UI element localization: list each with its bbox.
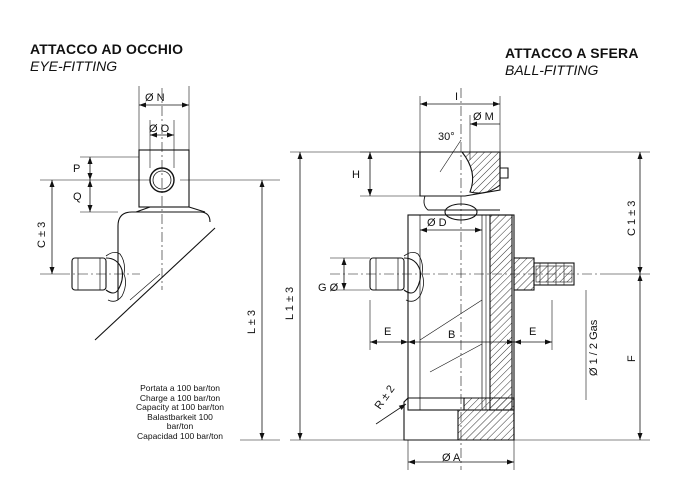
dim-e-left-label: E xyxy=(384,326,391,338)
capacity-line-de-2: bar/ton xyxy=(166,421,194,432)
dim-i-label: I xyxy=(455,91,458,103)
ball-fitting-drawing xyxy=(330,88,600,470)
dim-p-label: P xyxy=(73,163,80,175)
dim-q-label: Q xyxy=(73,191,82,203)
dim-angle-label: 30° xyxy=(438,131,455,143)
capacity-line-fr: Charge a 100 bar/ton xyxy=(139,392,221,403)
dim-r-label: R ± 2 xyxy=(373,383,398,411)
ball-fitting-title: ATTACCO A SFERA xyxy=(505,45,639,61)
dim-c-label: C ± 3 xyxy=(36,222,48,248)
dim-d-label: Ø D xyxy=(427,217,447,229)
dim-a-label: Ø A xyxy=(442,452,461,464)
eye-fitting-title: ATTACCO AD OCCHIO xyxy=(30,41,184,57)
dim-b-label: B xyxy=(448,329,455,341)
capacity-caption: Portata a 100 bar/ton Charge a 100 bar/t… xyxy=(100,383,260,442)
ball-fitting-subtitle: BALL-FITTING xyxy=(505,62,599,78)
capacity-line-it: Portata a 100 bar/ton xyxy=(140,383,220,393)
dim-h-label: H xyxy=(352,169,360,181)
dim-gas-label: Ø 1 / 2 Gas xyxy=(588,319,600,376)
dim-n-label: Ø N xyxy=(145,92,165,104)
eye-fitting-subtitle: EYE-FITTING xyxy=(30,58,118,74)
dim-l1-label: L 1 ± 3 xyxy=(284,287,296,320)
capacity-line-en: Capacity at 100 bar/ton xyxy=(136,402,224,413)
capacity-line-de: Balastbarkeit 100 xyxy=(147,411,213,422)
dim-f-label: F xyxy=(626,355,638,362)
dim-e-right-label: E xyxy=(529,326,536,338)
eye-fitting-drawing xyxy=(60,88,216,341)
dim-c1-label: C 1 ± 3 xyxy=(626,201,638,236)
dim-m-label: Ø M xyxy=(473,111,494,123)
dim-o-label: Ø O xyxy=(149,123,170,135)
capacity-line-es: Capacidad 100 bar/ton xyxy=(136,430,223,441)
dim-l-label: L ± 3 xyxy=(246,310,258,334)
dim-g-label: G Ø xyxy=(318,282,339,294)
